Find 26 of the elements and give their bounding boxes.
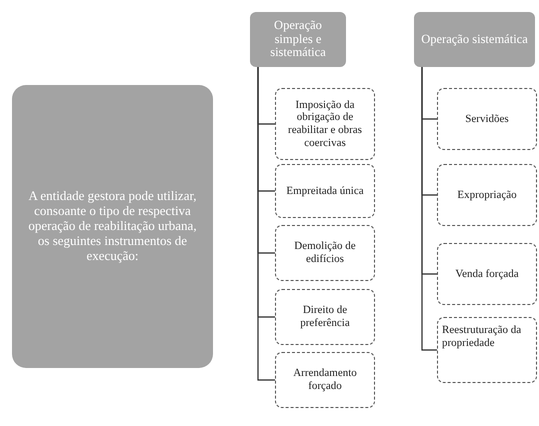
category-header xyxy=(250,12,346,67)
instrument-box xyxy=(275,88,375,160)
node-text: Servidões xyxy=(465,112,509,126)
connector-line xyxy=(257,67,275,381)
instrument-box xyxy=(437,88,537,150)
node-text: Empreitada única xyxy=(286,184,364,198)
node-text: Operação sistemática xyxy=(421,32,528,46)
node-text: Venda forçada xyxy=(455,268,519,280)
node-text: Arrendamento forçado xyxy=(292,367,358,393)
instrument-box xyxy=(437,243,537,305)
connector-line xyxy=(421,67,437,351)
instrument-box xyxy=(275,225,375,281)
instrument-box xyxy=(275,164,375,218)
intro-panel xyxy=(12,85,213,368)
instrument-box xyxy=(275,352,375,408)
node-text: Imposição da obrigação de reabilitar e obras coercivas xyxy=(287,98,363,150)
node-text: Operação simples e sistemática xyxy=(269,18,327,60)
category-header xyxy=(414,12,535,67)
node-text: A entidade gestora pode utilizar, consoante o tipo de respectiva operação de reabilitação urbana, os seguintes instrumentos de execução: xyxy=(27,189,198,264)
node-text: Expropriação xyxy=(457,188,517,202)
instrument-box xyxy=(275,289,375,345)
node-text: Demolição de edifícios xyxy=(293,240,357,266)
instrument-box xyxy=(437,317,537,383)
node-text: Direito de preferência xyxy=(299,304,351,330)
node-text: Reestruturação da propriedade xyxy=(442,324,522,350)
instrument-box xyxy=(437,164,537,226)
